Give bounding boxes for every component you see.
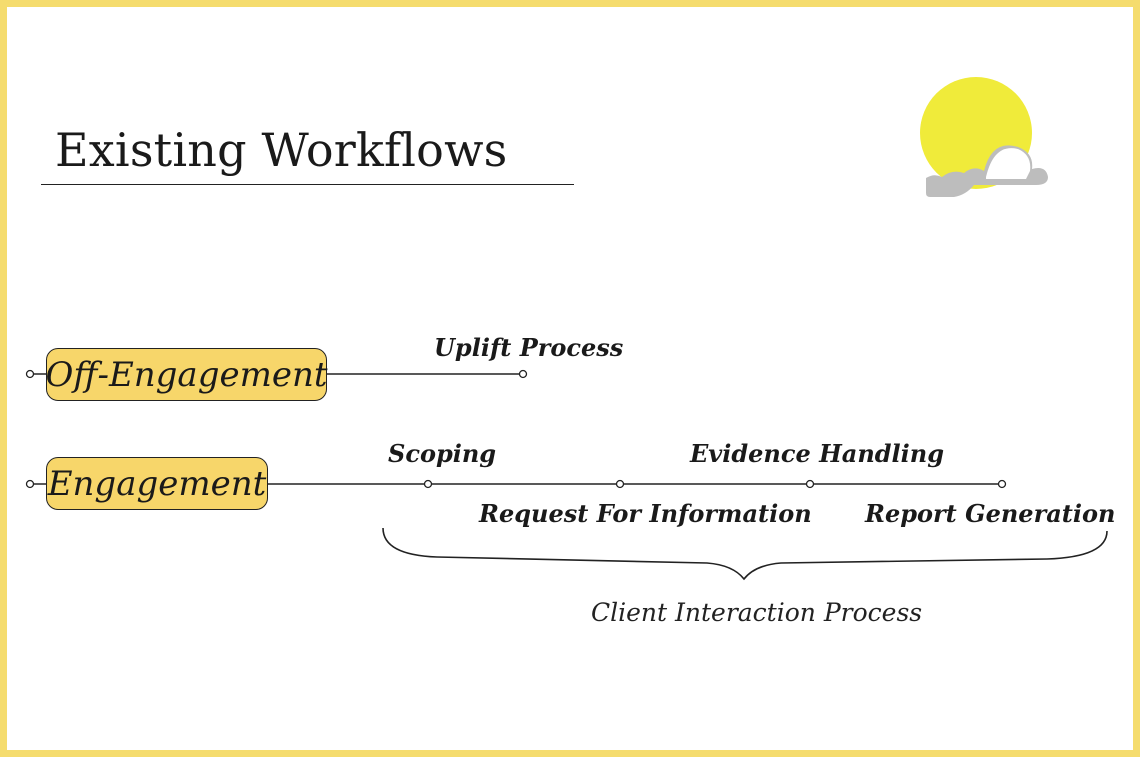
off-engagement-start-node [25,369,35,379]
stage-request-for-information: Request For Information [479,499,812,528]
stage-scoping: Scoping [388,439,497,468]
off-engagement-pill: Off-Engagement [46,348,328,401]
stage-evidence-handling: Evidence Handling [690,439,945,468]
report-node [997,479,1007,489]
scoping-node [423,479,433,489]
client-interaction-brace [382,527,1108,581]
stage-report-generation: Report Generation [865,499,1116,528]
engagement-pill: Engagement [46,457,268,510]
sun-cloud-logo-icon [920,77,1048,197]
title-underline [41,184,574,185]
page-title: Existing Workflows [55,123,508,177]
workflow-connectors [25,369,1108,581]
uplift-end-node [518,369,528,379]
engagement-start-node [25,479,35,489]
evidence-node [805,479,815,489]
rfi-node [615,479,625,489]
client-interaction-label: Client Interaction Process [591,598,923,627]
stage-uplift-process: Uplift Process [434,333,624,362]
